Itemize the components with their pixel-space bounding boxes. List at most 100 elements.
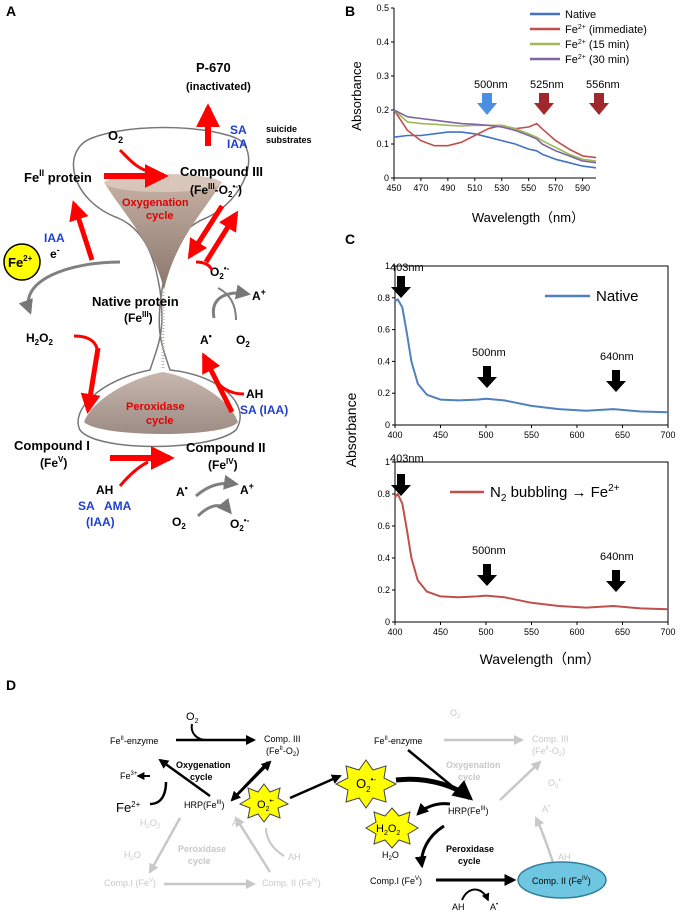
suicide-label: suicide xyxy=(266,124,297,134)
fe2-badge-label: Fe2+ xyxy=(8,254,33,270)
chart-b-legend: Native Fe2+ (immediate) Fe2+ (15 min) Fe… xyxy=(530,9,647,66)
d-faded-right-oxygenation: O2 Comp. III (FeII-O2) Oxygenation cycle… xyxy=(446,708,571,862)
peak-403-top-arrow xyxy=(391,276,411,298)
fe2-badge xyxy=(3,243,41,281)
panel-a: A P-670 (inactivated) SA IAA suicide sub… xyxy=(3,3,312,533)
chartCbot-ytick-label: 0.8 xyxy=(377,489,390,499)
compound1-label: Compound I xyxy=(14,438,90,453)
d-fe2-enzyme-left: FeII-enzyme xyxy=(110,736,158,746)
chartCtop-xtick-label: 400 xyxy=(387,430,402,440)
chartCtop-ytick-label: 0.6 xyxy=(377,325,390,335)
chartCtop-ytick-label: 0 xyxy=(385,420,390,430)
arrow-500-label: 500nm xyxy=(474,79,508,91)
d-faded-left-peroxidase: H2O2 A• H2O Peroxidase cycle AH Comp.I (… xyxy=(104,818,321,888)
panel-d-label: D xyxy=(6,677,16,693)
d-peroxidase-right: Peroxidase xyxy=(446,844,494,854)
d-comp2-ellipse xyxy=(517,861,607,899)
chartCtop-series-0 xyxy=(394,298,669,414)
chartB-ytick-label: 0.1 xyxy=(376,139,389,149)
superoxide-label: O2•- xyxy=(210,264,230,281)
chartCbot-xtick-label: 400 xyxy=(387,627,402,637)
chartCbot-ytick-label: 0.6 xyxy=(377,521,390,531)
chartCbot-ytick-label: 1 xyxy=(385,457,390,467)
d-comp3-left-formula: (FeII-O2) xyxy=(266,746,299,758)
h2o2-label: H2O2 xyxy=(26,331,53,347)
native-fe-label: (FeIII) xyxy=(124,310,153,325)
d-ah-right-faded: AH xyxy=(558,852,571,862)
d-fe2: Fe2+ xyxy=(116,800,141,815)
chartB-ytick-label: 0 xyxy=(384,173,389,183)
arrow-525-label: 525nm xyxy=(530,79,564,91)
iaa-label: IAA xyxy=(227,137,248,151)
inactivated-label: (inactivated) xyxy=(186,81,251,93)
panel-d: D FeII-enzyme O2 Comp. III (FeII-O2) Oxy… xyxy=(6,677,607,912)
chartCbot-xtick-label: 450 xyxy=(433,627,448,637)
ah-right-label: AH xyxy=(246,387,263,401)
legend-native-c: Native xyxy=(596,288,639,305)
oxygenation-sand xyxy=(104,177,222,290)
chart-c-xlabel: Wavelength（nm） xyxy=(480,651,601,667)
d-superoxide-star-big xyxy=(334,759,398,809)
d-h2o2-star-label: H2O2 xyxy=(376,823,400,837)
chartB-series-2 xyxy=(393,109,597,162)
d-o2-right-faded: O2 xyxy=(450,708,461,720)
chartCbot-ytick-label: 0.2 xyxy=(377,585,390,595)
o2-top-label: O2 xyxy=(108,128,123,145)
o2-bottom-arc xyxy=(196,497,232,518)
o2-bottom-label: O2 xyxy=(172,515,186,531)
o2-consumption-arc xyxy=(217,287,237,321)
a-plus-bottom-label: A+ xyxy=(240,481,254,497)
compound1-fe-label: (FeV) xyxy=(40,455,67,470)
d-oxygenation-right-faded-2: cycle xyxy=(458,772,481,782)
chartCbot-xtick-label: 600 xyxy=(569,627,584,637)
sa-label: SA xyxy=(230,123,247,137)
peak-640-bottom-arrow xyxy=(606,570,626,592)
legend-15min: Fe2+ (15 min) xyxy=(565,39,629,51)
chartCtop-xtick-label: 650 xyxy=(615,430,630,440)
chartCbot-ytick-label: 0 xyxy=(385,617,390,627)
chartCbot-xtick-label: 550 xyxy=(524,627,539,637)
d-comp3-left: Comp. III xyxy=(264,734,301,744)
a-plus-label: A+ xyxy=(252,287,266,303)
peak-500-bottom-label: 500nm xyxy=(472,545,506,557)
compound3-formula: (FeIII-O2•-) xyxy=(190,182,242,199)
iaa-bottom-label: (IAA) xyxy=(86,515,115,529)
superoxide-release-arrow xyxy=(195,260,214,271)
d-h2o2-to-comp1-curve xyxy=(414,824,445,869)
panel-c-label: C xyxy=(345,231,355,247)
d-peroxidase-faded: Peroxidase xyxy=(178,844,226,854)
chartCtop-ytick-label: 1 xyxy=(385,261,390,271)
d-fe2-enzyme-right: FeII-enzyme xyxy=(374,736,422,746)
peak-403-bottom-arrow xyxy=(391,474,411,496)
peroxidase-cycle-label: Peroxidase xyxy=(126,401,185,413)
d-superoxide-right-faded: O2•- xyxy=(548,778,562,790)
d-faded-h2o2-arrow xyxy=(148,817,182,874)
d-comp3-right-faded-formula: (FeII-O2) xyxy=(532,746,565,758)
peak-640-top-arrow xyxy=(606,370,626,392)
peak-500-top-arrow xyxy=(477,366,497,388)
superoxide-bottom-label: O2•- xyxy=(230,516,250,533)
d-fe3: Fe3+ xyxy=(120,771,138,781)
peak-403-top-label: 403nm xyxy=(390,262,424,274)
chartB-ytick-label: 0.4 xyxy=(376,37,389,47)
chart-b-ylabel: Absorbance xyxy=(349,61,364,130)
chartB-xtick-label: 550 xyxy=(521,183,536,193)
arrow-556-label: 556nm xyxy=(586,79,620,91)
peak-640-bottom-label: 640nm xyxy=(600,551,634,563)
chartB-ytick-label: 0.3 xyxy=(376,71,389,81)
d-comp2-faded: Comp. II (FeIV) xyxy=(262,878,321,888)
compound3-label: Compound III xyxy=(180,164,263,179)
d-oxygenation-right-faded: Oxygenation xyxy=(446,760,501,770)
compound2-label: Compound II xyxy=(186,440,265,455)
ah-bottom-label: AH xyxy=(96,483,113,497)
d-o2-left: O2 xyxy=(186,711,199,725)
panel-b-label: B xyxy=(345,3,355,19)
arrow-556 xyxy=(589,93,609,115)
d-hrp-left: HRP(FeIII) xyxy=(184,800,225,810)
d-oxygenation-left-2: cycle xyxy=(190,772,213,782)
d-ah-a-curve xyxy=(461,888,490,902)
